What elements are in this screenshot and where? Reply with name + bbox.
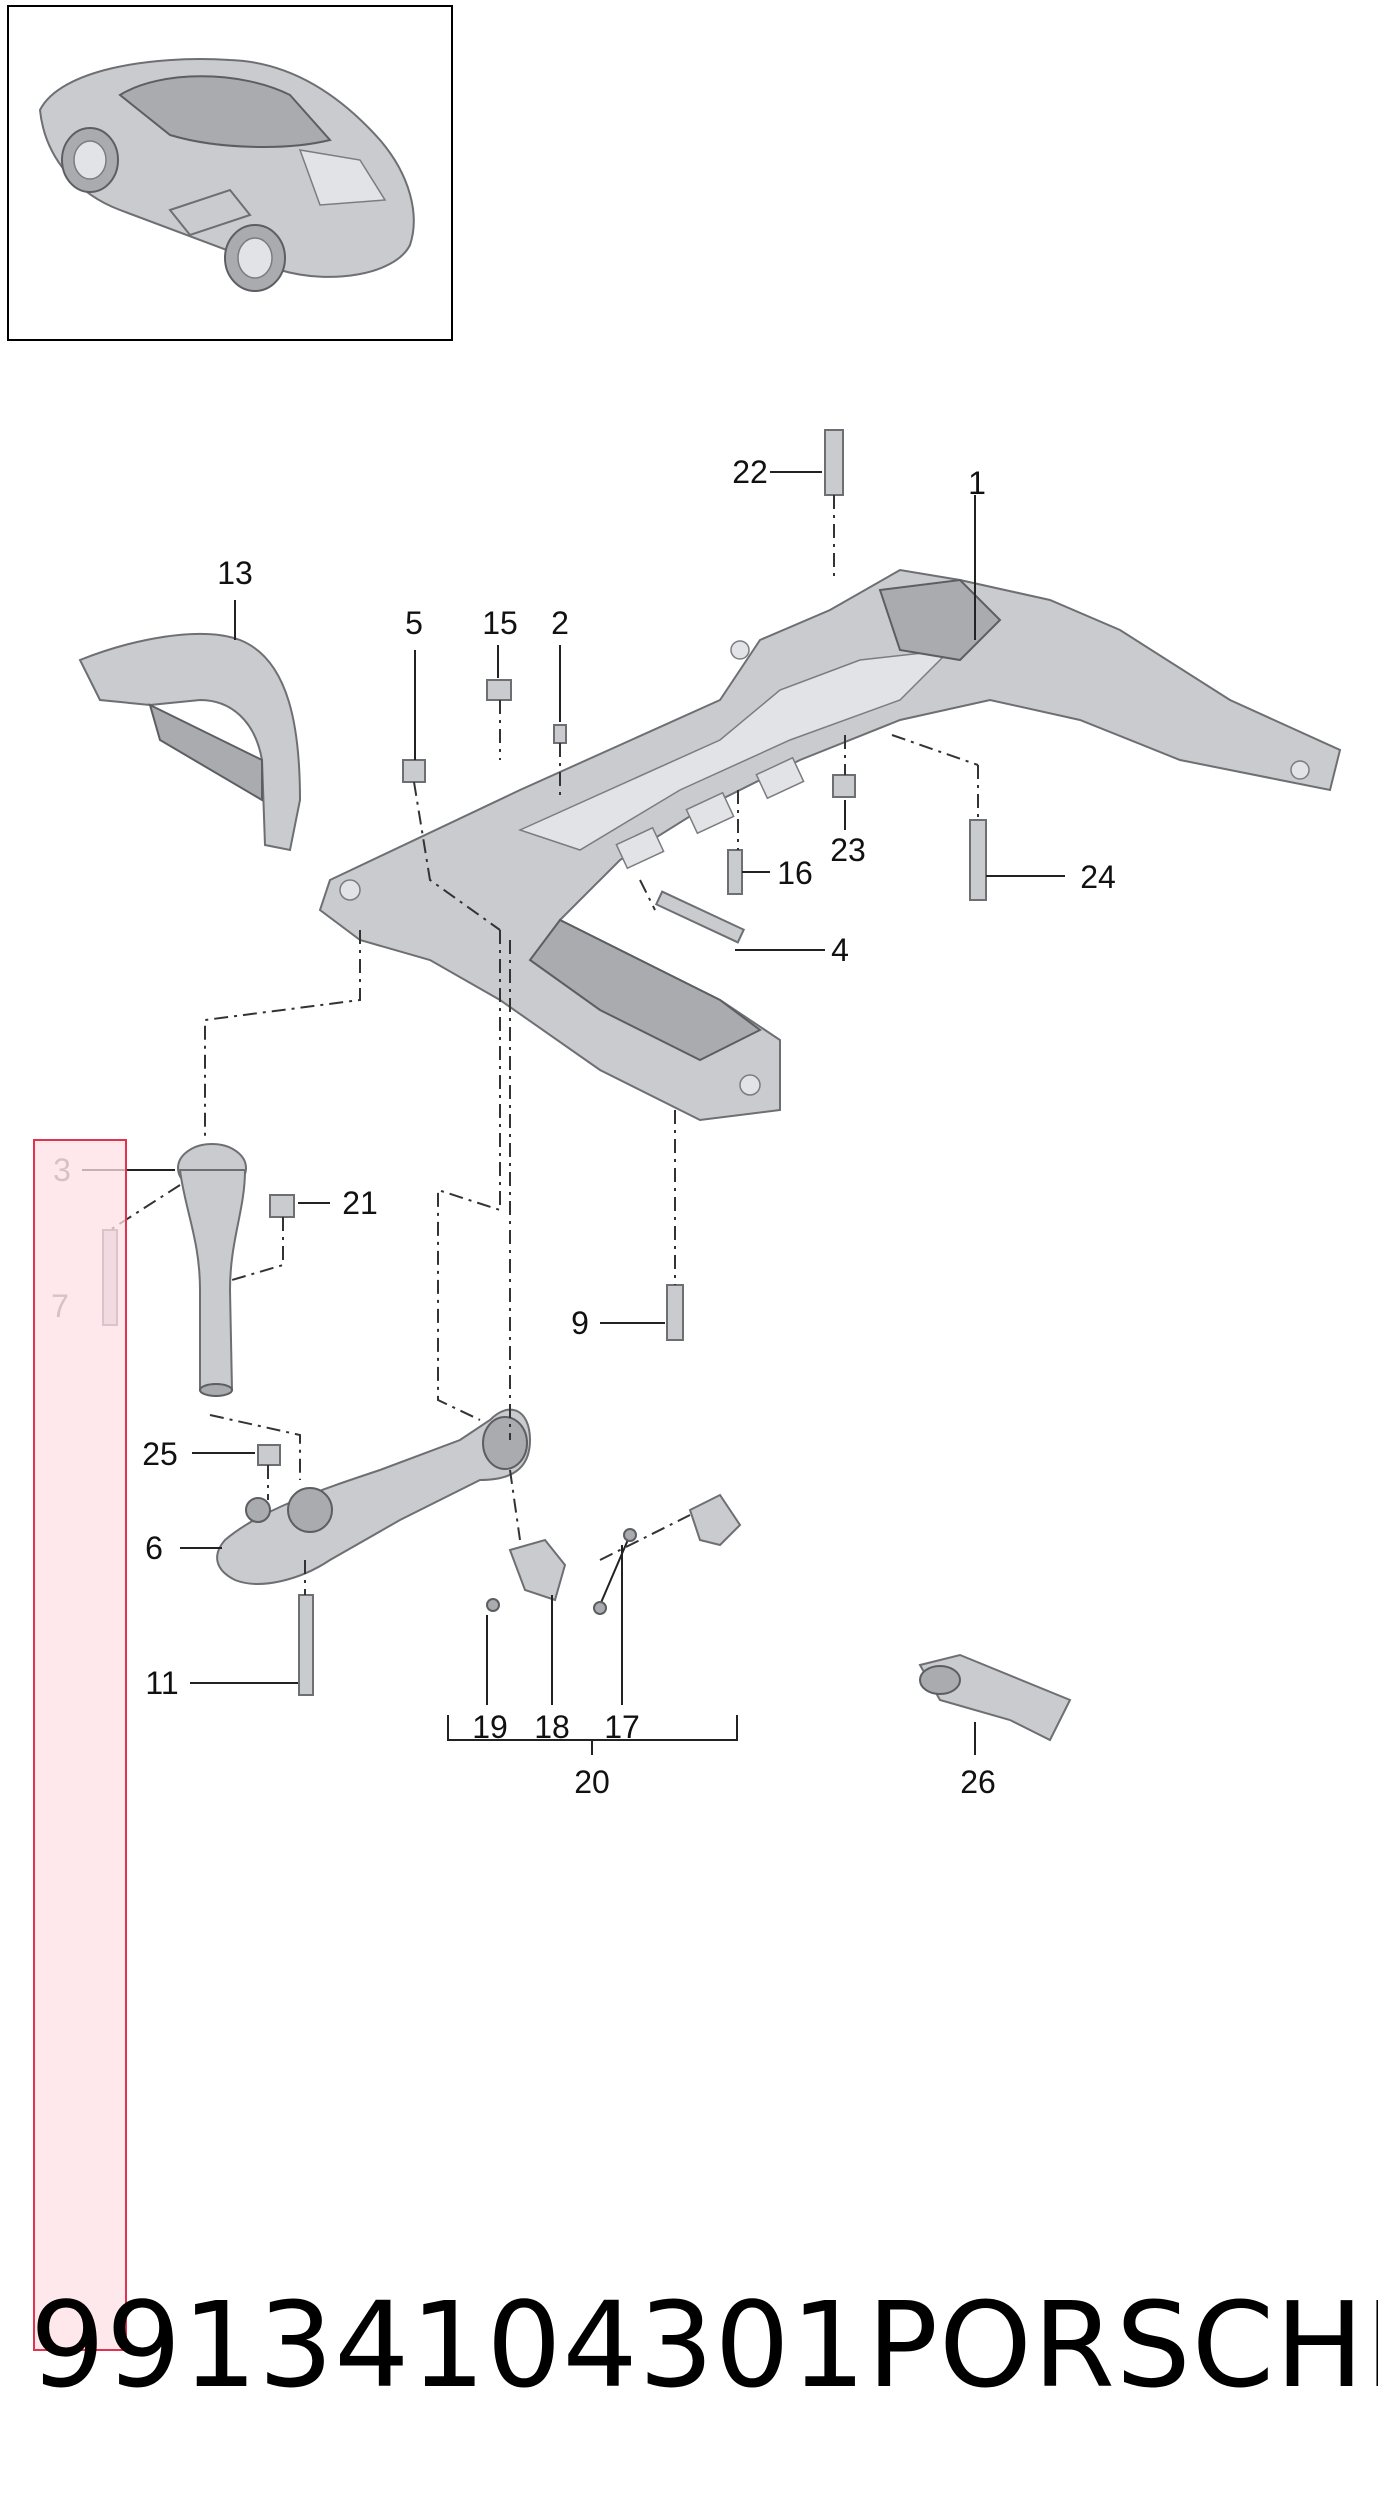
sensor-assembly-part-20 [486,1493,742,1615]
highlight-box [33,1139,127,2351]
control-arm-part-6 [216,1408,532,1585]
bolt-part-22 [824,429,844,496]
bolt-part-16 [727,849,743,895]
callout-26: 26 [960,1764,996,1800]
nut-part-23 [832,774,856,798]
bushing-part-3 [177,1143,247,1397]
nut-part-15 [486,679,512,701]
callout-19: 19 [472,1709,508,1745]
callout-25: 25 [142,1436,178,1472]
car-illustration [38,58,415,292]
callout-20: 20 [574,1764,610,1800]
callout-2: 2 [551,605,569,641]
callout-11: 11 [145,1665,178,1701]
nut-part-21 [269,1194,295,1218]
callout-1: 1 [968,465,986,501]
leader-lines [82,471,1065,1755]
callout-labels: 1 2 3 4 5 6 7 9 11 13 15 16 17 18 19 20 … [51,454,1116,1800]
callout-18: 18 [534,1709,570,1745]
callout-22: 22 [732,454,768,490]
callout-5: 5 [405,605,423,641]
air-guide-part-13 [78,632,302,852]
callout-13: 13 [217,555,253,591]
callout-6: 6 [145,1530,163,1566]
callout-23: 23 [830,832,866,868]
vehicle-thumbnail [7,5,453,341]
callout-17: 17 [604,1709,640,1745]
bolt-part-9 [666,1284,684,1341]
callout-4: 4 [831,932,849,968]
callout-24: 24 [1080,859,1116,895]
nut-part-5 [402,759,426,783]
protective-sleeve-part-26 [918,1653,1072,1742]
assembly-lines [109,495,979,1595]
callout-16: 16 [777,855,813,891]
callout-21: 21 [342,1185,378,1221]
bolt-part-4 [654,890,746,944]
part-number: 99134104301 [30,2276,867,2414]
subframe-part-1 [318,568,1342,1122]
brand-name: PORSCHE [866,2276,1378,2414]
bolt-part-11 [298,1594,314,1696]
callout-9: 9 [571,1305,589,1341]
callout-15: 15 [482,605,518,641]
footer: 99134104301 PORSCHE [30,2270,1378,2420]
pin-part-2 [553,724,567,744]
bolt-part-24 [969,819,987,901]
nut-part-25 [257,1444,281,1466]
